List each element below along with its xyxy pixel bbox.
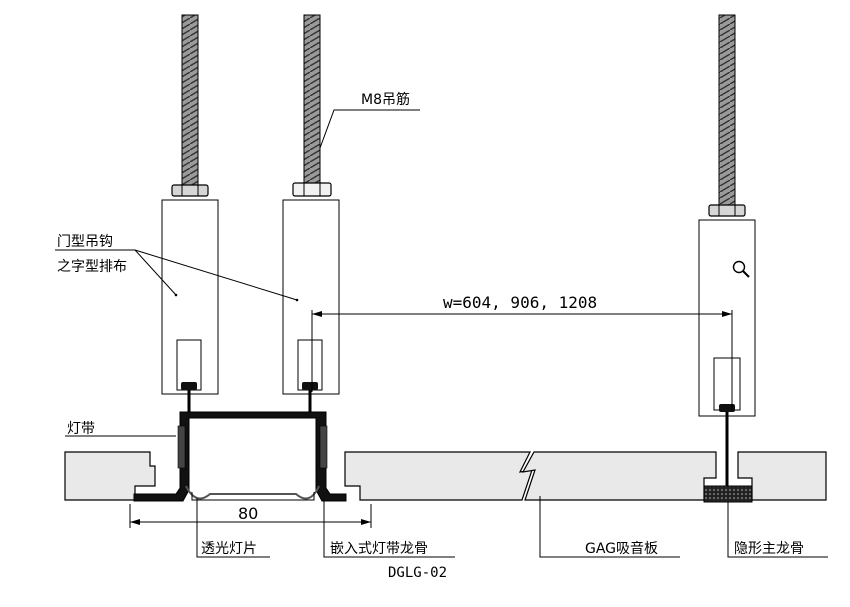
dimension-w: w=604, 906, 1208 <box>311 293 733 410</box>
label-main-keel: 隐形主龙骨 <box>734 541 804 557</box>
label-hook-line1: 门型吊钩 <box>57 234 113 250</box>
dimension-80: 80 <box>129 504 372 528</box>
leader-lines <box>55 109 828 558</box>
label-light-strip: 灯带 <box>67 421 95 437</box>
label-panel: GAG吸音板 <box>585 540 658 557</box>
label-diffuser: 透光灯片 <box>201 541 257 557</box>
label-hook-line2: 之字型排布 <box>57 259 127 275</box>
ceiling-panels <box>64 451 827 501</box>
hanger-hook-middle <box>282 199 340 412</box>
panel-right-a <box>521 451 717 501</box>
light-strip-keel <box>133 411 347 502</box>
hanger-hook-left <box>161 199 219 412</box>
magnifier-icon[interactable] <box>732 260 750 278</box>
hanger-hook-right <box>698 219 756 488</box>
threaded-rod-right <box>708 14 746 217</box>
panel-left <box>64 451 156 501</box>
diffuser-panel <box>185 485 320 500</box>
threaded-rod-left <box>171 14 209 197</box>
dimension-w-label: w=604, 906, 1208 <box>443 293 597 312</box>
hidden-main-keel <box>703 485 753 503</box>
panel-middle <box>344 451 533 501</box>
label-light-keel-code: DGLG-02 <box>388 565 447 581</box>
threaded-rod-middle <box>292 14 332 197</box>
label-light-keel: 嵌入式灯带龙骨 <box>330 541 428 557</box>
label-rod: M8吊筋 <box>361 91 410 108</box>
dimension-80-label: 80 <box>238 504 258 523</box>
